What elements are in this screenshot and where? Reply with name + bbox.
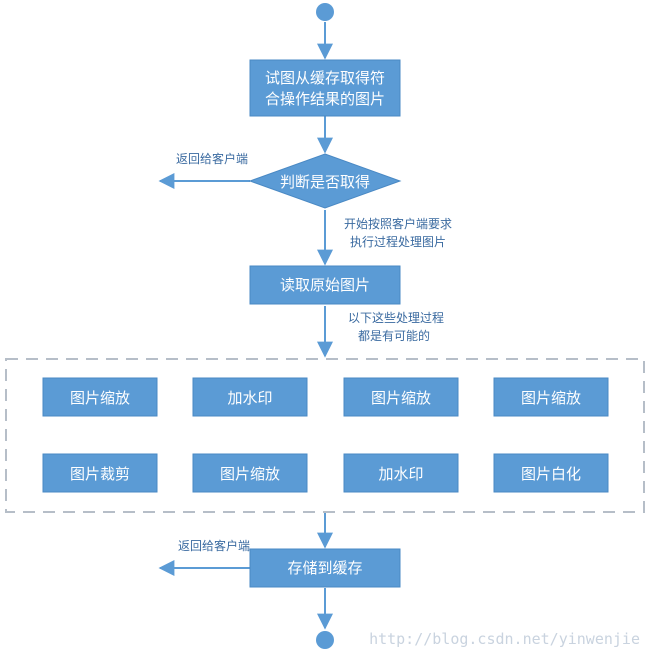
operation-box [343, 453, 459, 493]
operation-box [343, 377, 459, 417]
start-node [316, 3, 334, 21]
start-processing-label-2: 执行过程处理图片 [350, 234, 446, 249]
return-client-label-2: 返回给客户端 [178, 538, 250, 553]
operation-box [192, 453, 308, 493]
operation-label: 图片白化 [521, 465, 581, 483]
end-node [316, 631, 334, 649]
operation-label: 加水印 [227, 389, 272, 407]
operation-box [493, 377, 609, 417]
decision-node [248, 153, 402, 209]
operation-label: 图片缩放 [371, 389, 431, 407]
read-original-label: 读取原始图片 [280, 276, 370, 294]
operation-label: 图片缩放 [70, 389, 130, 407]
possible-processes-label-1: 以下这些处理过程 [348, 310, 444, 325]
connectors [158, 22, 333, 630]
start-processing-label-1: 开始按照客户端要求 [344, 216, 452, 231]
possible-processes-label-2: 都是有可能的 [358, 328, 430, 343]
operation-label: 图片缩放 [220, 465, 280, 483]
fetch-cache-label-1: 试图从缓存取得符 [265, 69, 385, 87]
operation-box [493, 453, 609, 493]
operation-label: 图片裁剪 [70, 465, 130, 483]
fetch-cache-label-2: 合操作结果的图片 [265, 90, 385, 108]
store-cache-label: 存储到缓存 [287, 559, 362, 577]
operation-label: 加水印 [378, 465, 423, 483]
fetch-cache-node [249, 59, 401, 117]
processing-group [5, 358, 645, 513]
operation-box [42, 377, 158, 417]
watermark-text: http://blog.csdn.net/yinwenjie [369, 630, 640, 648]
operation-box [192, 377, 308, 417]
operation-label: 图片缩放 [521, 389, 581, 407]
decision-label: 判断是否取得 [280, 173, 370, 191]
read-original-node [249, 265, 401, 305]
operation-box [42, 453, 158, 493]
return-client-label-1: 返回给客户端 [176, 151, 248, 166]
store-cache-node [249, 548, 401, 588]
